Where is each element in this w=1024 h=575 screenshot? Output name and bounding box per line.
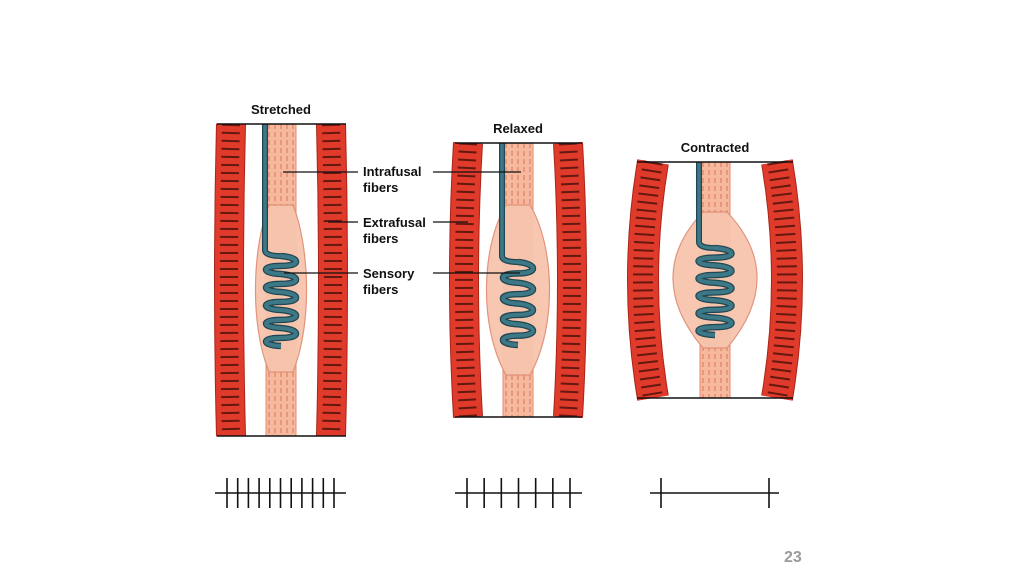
sensory-coil-relaxed xyxy=(501,260,535,347)
panel-title-stretched: Stretched xyxy=(251,102,311,117)
sensory-lead-stretched xyxy=(263,124,282,258)
extrafusal-striations-relaxed-right xyxy=(559,142,581,418)
panel-title-contracted: Contracted xyxy=(680,140,750,155)
extrafusal-striations-relaxed-left xyxy=(455,142,477,418)
spindle-capsule-relaxed xyxy=(485,204,551,376)
extrafusal-fiber-contracted-left xyxy=(628,159,668,401)
sensory-coil-stretched xyxy=(264,254,298,348)
extrafusal-striations-stretched-right xyxy=(322,123,342,437)
extrafusal-fiber-contracted-right xyxy=(762,159,802,401)
extrafusal-striations-stretched-left xyxy=(220,123,240,437)
sensory-lead-contracted xyxy=(697,162,716,250)
sensory-coil-contracted xyxy=(696,246,734,337)
panel-title-relaxed: Relaxed xyxy=(493,121,543,136)
page-number: 23 xyxy=(784,549,802,566)
sensory-lead-relaxed xyxy=(500,143,519,264)
